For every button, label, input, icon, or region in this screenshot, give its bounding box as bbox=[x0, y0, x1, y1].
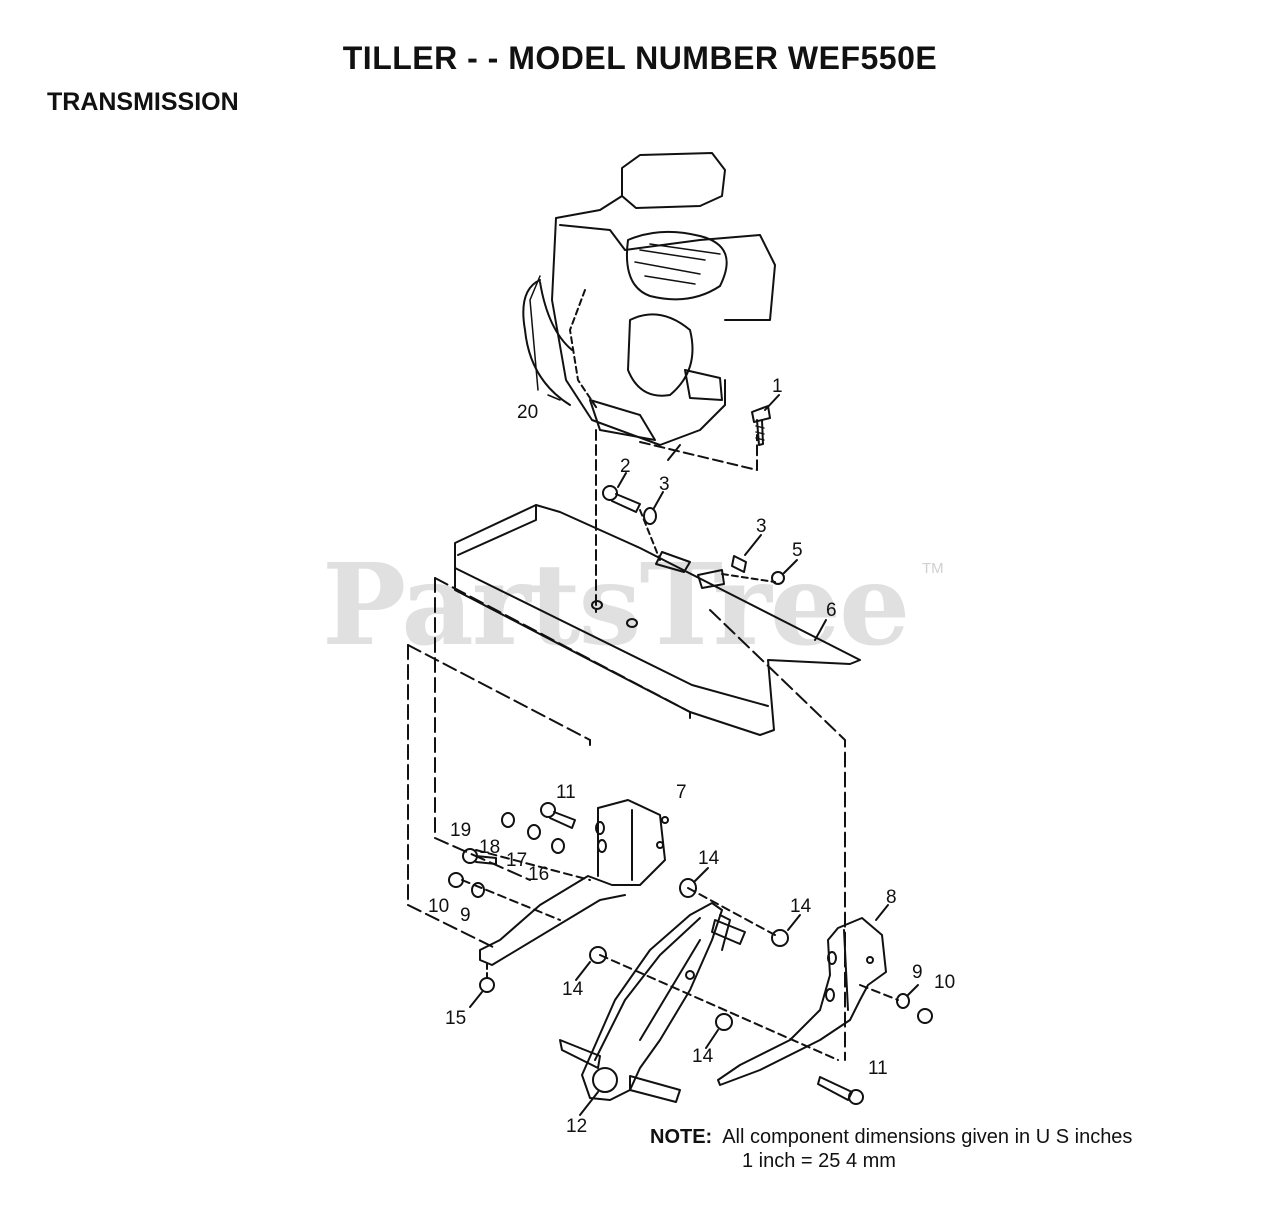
bolt-part-11-left bbox=[540, 802, 576, 829]
washer-part-9-right bbox=[896, 993, 910, 1009]
callout-12: 12 bbox=[566, 1116, 587, 1137]
nut-part-15 bbox=[479, 977, 495, 993]
note-line-2: 1 inch = 25 4 mm bbox=[742, 1150, 896, 1172]
nut-part-10-left bbox=[448, 872, 464, 888]
bolt-part-2 bbox=[602, 485, 641, 513]
spacer-part-14-c bbox=[771, 929, 789, 947]
nut-part-5 bbox=[771, 571, 785, 585]
callout-19: 19 bbox=[450, 820, 471, 841]
callout-3b: 3 bbox=[756, 516, 767, 537]
dimension-note: NOTE: All component dimensions given in U… bbox=[650, 1125, 1132, 1173]
washer-part-17 bbox=[527, 824, 541, 840]
bolt-part-1 bbox=[751, 405, 771, 446]
callout-20: 20 bbox=[517, 402, 538, 423]
gear-case-part-12 bbox=[559, 902, 746, 1103]
callout-10a: 10 bbox=[428, 896, 449, 917]
page-title: TILLER - - MODEL NUMBER WEF550E bbox=[342, 40, 938, 76]
note-line-1: All component dimensions given in U S in… bbox=[722, 1126, 1133, 1148]
callout-7: 7 bbox=[676, 782, 687, 803]
washer-part-9-left bbox=[471, 882, 485, 898]
bracket-part-7 bbox=[479, 799, 669, 966]
section-title: TRANSMISSION bbox=[47, 88, 239, 116]
washer-part-16 bbox=[551, 838, 565, 854]
partstree-watermark: PartsTree bbox=[322, 540, 910, 671]
washer-part-18 bbox=[501, 812, 515, 828]
callout-6: 6 bbox=[826, 600, 837, 621]
callout-1: 1 bbox=[772, 376, 783, 397]
watermark-trademark: TM bbox=[922, 560, 944, 577]
bracket-part-8 bbox=[717, 917, 887, 1086]
washer-part-3b bbox=[731, 555, 747, 573]
callout-14a: 14 bbox=[698, 848, 720, 869]
bolt-part-19 bbox=[462, 848, 497, 865]
note-label: NOTE: bbox=[650, 1126, 713, 1148]
callout-9a: 9 bbox=[460, 905, 471, 926]
callout-3a: 3 bbox=[659, 474, 670, 495]
callout-11b: 11 bbox=[868, 1058, 888, 1079]
spacer-part-14-d bbox=[715, 1013, 733, 1031]
callout-11a: 11 bbox=[556, 782, 576, 803]
callout-15: 15 bbox=[445, 1008, 466, 1029]
callout-8: 8 bbox=[886, 887, 897, 908]
callout-9b: 9 bbox=[912, 962, 923, 983]
callout-10b: 10 bbox=[934, 972, 955, 993]
nut-part-10-right bbox=[917, 1008, 933, 1024]
spacer-part-14-a bbox=[679, 878, 697, 898]
callout-5: 5 bbox=[792, 540, 803, 561]
callout-2: 2 bbox=[620, 456, 631, 477]
spacer-part-14-b bbox=[589, 946, 607, 964]
callout-14b: 14 bbox=[790, 896, 812, 917]
callout-17: 17 bbox=[506, 850, 527, 871]
callout-14c: 14 bbox=[562, 979, 584, 1000]
callout-labels: 1 20 2 3 3 5 6 11 7 19 18 17 16 14 8 10 … bbox=[428, 376, 955, 1137]
callout-18: 18 bbox=[479, 837, 500, 858]
washer-part-3 bbox=[643, 507, 657, 525]
engine-part-20 bbox=[522, 152, 776, 446]
callout-14d: 14 bbox=[692, 1046, 714, 1067]
bolt-part-11-right bbox=[817, 1076, 864, 1105]
callout-16: 16 bbox=[528, 864, 549, 885]
